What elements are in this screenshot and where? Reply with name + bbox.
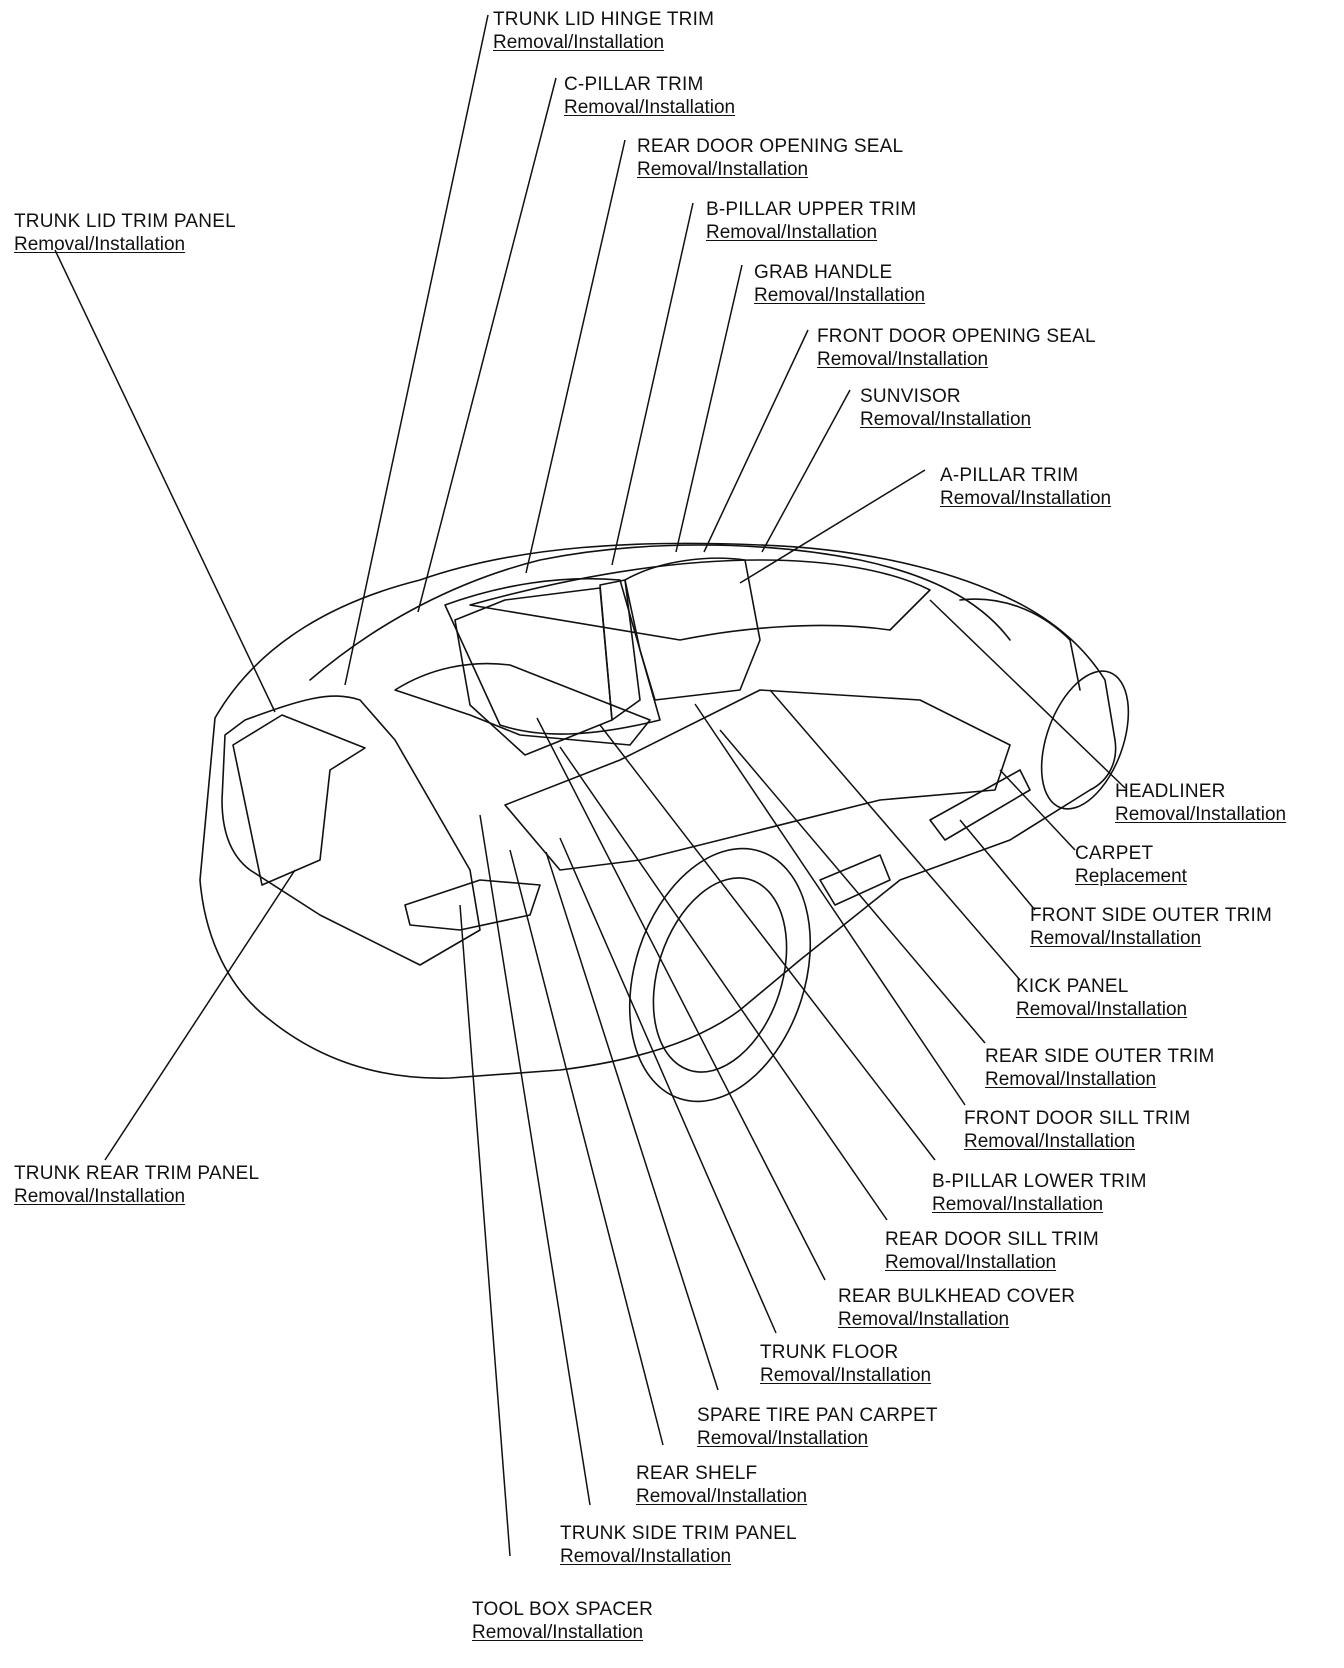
callout-rear-door-opening-seal: REAR DOOR OPENING SEAL Removal/Installat…	[637, 135, 903, 181]
callout-name: TRUNK SIDE TRIM PANEL	[560, 1523, 797, 1544]
callout-spare-tire-pan-carpet: SPARE TIRE PAN CARPET Removal/Installati…	[697, 1404, 938, 1450]
callout-name: CARPET	[1075, 843, 1154, 864]
callout-name: FRONT DOOR SILL TRIM	[964, 1108, 1191, 1129]
rear-wheel	[628, 847, 812, 1103]
callout-link[interactable]: Removal/Installation	[940, 488, 1112, 509]
callout-c-pillar-trim: C-PILLAR TRIM Removal/Installation	[564, 73, 735, 119]
callout-link[interactable]: Removal/Installation	[493, 32, 665, 53]
car-body-outline	[199, 542, 1117, 1079]
callout-kick-panel: KICK PANEL Removal/Installation	[1016, 975, 1187, 1021]
callout-b-pillar-upper-trim: B-PILLAR UPPER TRIM Removal/Installation	[706, 198, 916, 244]
callout-sunvisor: SUNVISOR Removal/Installation	[860, 385, 1031, 431]
callout-link[interactable]: Removal/Installation	[1115, 804, 1287, 825]
callout-trunk-lid-trim-panel: TRUNK LID TRIM PANEL Removal/Installatio…	[14, 210, 236, 256]
callout-name: SPARE TIRE PAN CARPET	[697, 1405, 938, 1426]
b-pillar-shape	[599, 579, 641, 721]
rear-door-opening	[454, 587, 613, 756]
callout-link[interactable]: Removal/Installation	[560, 1546, 732, 1567]
callout-trunk-lid-hinge-trim: TRUNK LID HINGE TRIM Removal/Installatio…	[493, 8, 714, 54]
rear-wheel-inner	[652, 877, 788, 1073]
callout-name: FRONT SIDE OUTER TRIM	[1030, 905, 1273, 926]
roof-outline	[309, 544, 1011, 681]
callout-trunk-floor: TRUNK FLOOR Removal/Installation	[760, 1341, 931, 1387]
callout-a-pillar-trim: A-PILLAR TRIM Removal/Installation	[940, 464, 1111, 510]
callout-name: FRONT DOOR OPENING SEAL	[817, 326, 1096, 347]
callout-name: REAR SIDE OUTER TRIM	[985, 1046, 1215, 1067]
callout-link[interactable]: Removal/Installation	[637, 159, 809, 180]
callout-link[interactable]: Removal/Installation	[932, 1194, 1104, 1215]
callout-name: B-PILLAR LOWER TRIM	[932, 1171, 1147, 1192]
front-door-opening	[624, 557, 761, 701]
callout-front-side-outer-trim: FRONT SIDE OUTER TRIM Removal/Installati…	[1030, 904, 1272, 950]
callout-name: SUNVISOR	[860, 386, 961, 407]
hood-outline	[959, 598, 1081, 691]
callout-rear-shelf: REAR SHELF Removal/Installation	[636, 1462, 807, 1508]
callout-grab-handle: GRAB HANDLE Removal/Installation	[754, 261, 925, 307]
callout-link[interactable]: Removal/Installation	[697, 1428, 869, 1449]
carpet-shape	[504, 689, 1011, 871]
callout-link[interactable]: Removal/Installation	[706, 222, 878, 243]
callout-trunk-side-trim-panel: TRUNK SIDE TRIM PANEL Removal/Installati…	[560, 1522, 797, 1568]
callout-link[interactable]: Removal/Installation	[838, 1309, 1010, 1330]
callout-link[interactable]: Removal/Installation	[860, 409, 1032, 430]
front-sill-shape	[929, 769, 1031, 841]
callout-link[interactable]: Replacement	[1075, 866, 1187, 887]
callout-name: GRAB HANDLE	[754, 262, 893, 283]
callout-name: TRUNK REAR TRIM PANEL	[14, 1163, 260, 1184]
headliner-shape	[469, 559, 931, 641]
callout-name: REAR BULKHEAD COVER	[838, 1286, 1076, 1307]
callout-name: TOOL BOX SPACER	[472, 1599, 654, 1620]
callout-front-door-opening-seal: FRONT DOOR OPENING SEAL Removal/Installa…	[817, 325, 1096, 371]
callout-front-door-sill-trim: FRONT DOOR SILL TRIM Removal/Installatio…	[964, 1107, 1190, 1153]
callout-link[interactable]: Removal/Installation	[964, 1131, 1136, 1152]
callout-rear-bulkhead-cover: REAR BULKHEAD COVER Removal/Installation	[838, 1285, 1075, 1331]
callout-name: HEADLINER	[1115, 781, 1226, 802]
callout-link[interactable]: Removal/Installation	[754, 285, 926, 306]
callout-name: A-PILLAR TRIM	[940, 465, 1079, 486]
callout-link[interactable]: Removal/Installation	[564, 97, 736, 118]
callout-link[interactable]: Removal/Installation	[1030, 928, 1202, 949]
callout-name: KICK PANEL	[1016, 976, 1129, 997]
callout-link[interactable]: Removal/Installation	[1016, 999, 1188, 1020]
rear-sill-shape	[819, 854, 891, 906]
callout-name: C-PILLAR TRIM	[564, 74, 704, 95]
front-wheel	[1040, 670, 1130, 810]
callout-trunk-rear-trim-panel: TRUNK REAR TRIM PANEL Removal/Installati…	[14, 1162, 259, 1208]
callout-carpet: CARPET Replacement	[1075, 842, 1187, 888]
callout-headliner: HEADLINER Removal/Installation	[1115, 780, 1286, 826]
callout-b-pillar-lower-trim: B-PILLAR LOWER TRIM Removal/Installation	[932, 1170, 1147, 1216]
leader-lines	[54, 14, 1126, 1557]
trunk-opening	[221, 695, 481, 966]
callout-link[interactable]: Removal/Installation	[14, 1186, 186, 1207]
callout-link[interactable]: Removal/Installation	[817, 349, 989, 370]
trunk-lid-panel	[232, 714, 366, 886]
spare-tire-pan	[404, 879, 541, 931]
callout-link[interactable]: Removal/Installation	[14, 234, 186, 255]
callout-name: B-PILLAR UPPER TRIM	[706, 199, 917, 220]
callout-name: REAR SHELF	[636, 1463, 758, 1484]
callout-rear-door-sill-trim: REAR DOOR SILL TRIM Removal/Installation	[885, 1228, 1099, 1274]
callout-link[interactable]: Removal/Installation	[985, 1069, 1157, 1090]
callout-name: REAR DOOR SILL TRIM	[885, 1229, 1099, 1250]
callout-tool-box-spacer: TOOL BOX SPACER Removal/Installation	[472, 1598, 653, 1644]
callout-name: TRUNK LID TRIM PANEL	[14, 211, 236, 232]
callout-rear-side-outer-trim: REAR SIDE OUTER TRIM Removal/Installatio…	[985, 1045, 1215, 1091]
callout-name: TRUNK FLOOR	[760, 1342, 899, 1363]
callout-name: REAR DOOR OPENING SEAL	[637, 136, 904, 157]
callout-link[interactable]: Removal/Installation	[472, 1622, 644, 1643]
callout-link[interactable]: Removal/Installation	[760, 1365, 932, 1386]
callout-name: TRUNK LID HINGE TRIM	[493, 9, 715, 30]
rear-shelf-shape	[394, 662, 651, 746]
callout-link[interactable]: Removal/Installation	[885, 1252, 1057, 1273]
callout-link[interactable]: Removal/Installation	[636, 1486, 808, 1507]
